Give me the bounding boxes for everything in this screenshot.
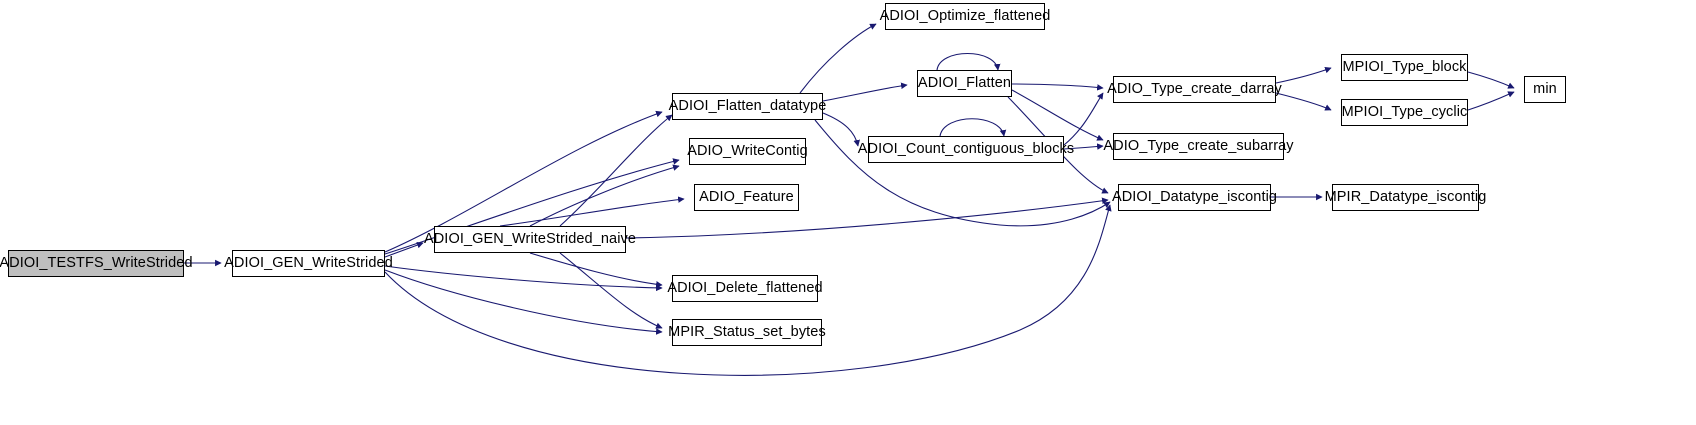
call-edge [499, 196, 685, 227]
graph-node-adioi-testfs-writestrided[interactable]: ADIOI_TESTFS_WriteStrided [0, 250, 193, 277]
call-edge [1275, 92, 1332, 111]
graph-node-adioi-gen-writestrided-naive[interactable]: ADIOI_GEN_WriteStrided_naive [424, 226, 636, 253]
graph-node-label: ADIOI_Optimize_flattened [879, 8, 1051, 25]
graph-node-label: ADIOI_Datatype_iscontig [1111, 189, 1278, 206]
graph-node-adioi-count-contiguous-blocks[interactable]: ADIOI_Count_contiguous_blocks [858, 136, 1074, 163]
graph-node-label: ADIOI_GEN_WriteStrided [224, 255, 393, 272]
graph-node-label: ADIOI_Flatten [917, 75, 1012, 92]
graph-node-adio-type-create-darray[interactable]: ADIO_Type_create_darray [1107, 76, 1282, 103]
call-edge [559, 114, 673, 227]
graph-node-label: ADIO_Feature [699, 189, 794, 206]
graph-node-label: ADIOI_TESTFS_WriteStrided [0, 255, 193, 272]
graph-node-adio-type-create-subarray[interactable]: ADIO_Type_create_subarray [1103, 133, 1294, 160]
graph-node-label: ADIOI_GEN_WriteStrided_naive [423, 231, 637, 248]
graph-node-label: MPIOI_Type_cyclic [1341, 104, 1468, 121]
graph-node-adioi-flatten-datatype[interactable]: ADIOI_Flatten_datatype [669, 93, 826, 120]
call-edge [939, 118, 1007, 137]
graph-node-adioi-optimize-flattened[interactable]: ADIOI_Optimize_flattened [880, 3, 1050, 30]
call-edge [799, 23, 877, 94]
graph-node-label: ADIO_Type_create_subarray [1103, 138, 1294, 155]
graph-node-label: ADIOI_Delete_flattened [667, 280, 823, 297]
call-edge [529, 164, 680, 227]
graph-node-label: ADIO_WriteContig [687, 143, 808, 160]
call-edge [822, 82, 908, 102]
graph-node-label: ADIOI_Count_contiguous_blocks [857, 141, 1075, 158]
call-edge [559, 252, 663, 329]
graph-node-mpioi-type-cyclic[interactable]: MPIOI_Type_cyclic [1341, 99, 1468, 126]
graph-node-label: ADIOI_Flatten_datatype [668, 98, 827, 115]
call-edge [529, 252, 663, 288]
graph-node-adioi-delete-flattened[interactable]: ADIOI_Delete_flattened [667, 275, 823, 302]
graph-node-label: ADIO_Type_create_darray [1107, 81, 1282, 98]
graph-node-mpioi-type-block[interactable]: MPIOI_Type_block [1341, 54, 1468, 81]
graph-node-adioi-flatten[interactable]: ADIOI_Flatten [917, 70, 1012, 97]
call-edge [1467, 71, 1515, 89]
graph-node-adio-writecontig[interactable]: ADIO_WriteContig [687, 138, 808, 165]
call-edge [1275, 66, 1332, 84]
call-edge [1011, 89, 1104, 141]
graph-node-mpir-status-set-bytes[interactable]: MPIR_Status_set_bytes [668, 319, 826, 346]
call-edge [1063, 92, 1104, 146]
graph-node-label: MPIR_Status_set_bytes [668, 324, 826, 341]
graph-node-min[interactable]: min [1524, 76, 1566, 103]
call-edge [822, 112, 860, 147]
graph-node-label: min [1533, 81, 1557, 98]
call-edge [384, 265, 663, 292]
graph-node-adio-feature[interactable]: ADIO_Feature [694, 184, 799, 211]
graph-node-adioi-gen-writestrided[interactable]: ADIOI_GEN_WriteStrided [224, 250, 393, 277]
call-edge [1467, 91, 1515, 111]
call-edge [384, 269, 663, 335]
graph-node-adioi-datatype-iscontig[interactable]: ADIOI_Datatype_iscontig [1112, 184, 1277, 211]
graph-node-label: MPIR_Datatype_iscontig [1324, 189, 1487, 206]
graph-node-label: MPIOI_Type_block [1342, 59, 1467, 76]
graph-node-mpir-datatype-iscontig[interactable]: MPIR_Datatype_iscontig [1325, 184, 1486, 211]
call-edge [936, 52, 1001, 71]
call-edge [1011, 83, 1104, 91]
